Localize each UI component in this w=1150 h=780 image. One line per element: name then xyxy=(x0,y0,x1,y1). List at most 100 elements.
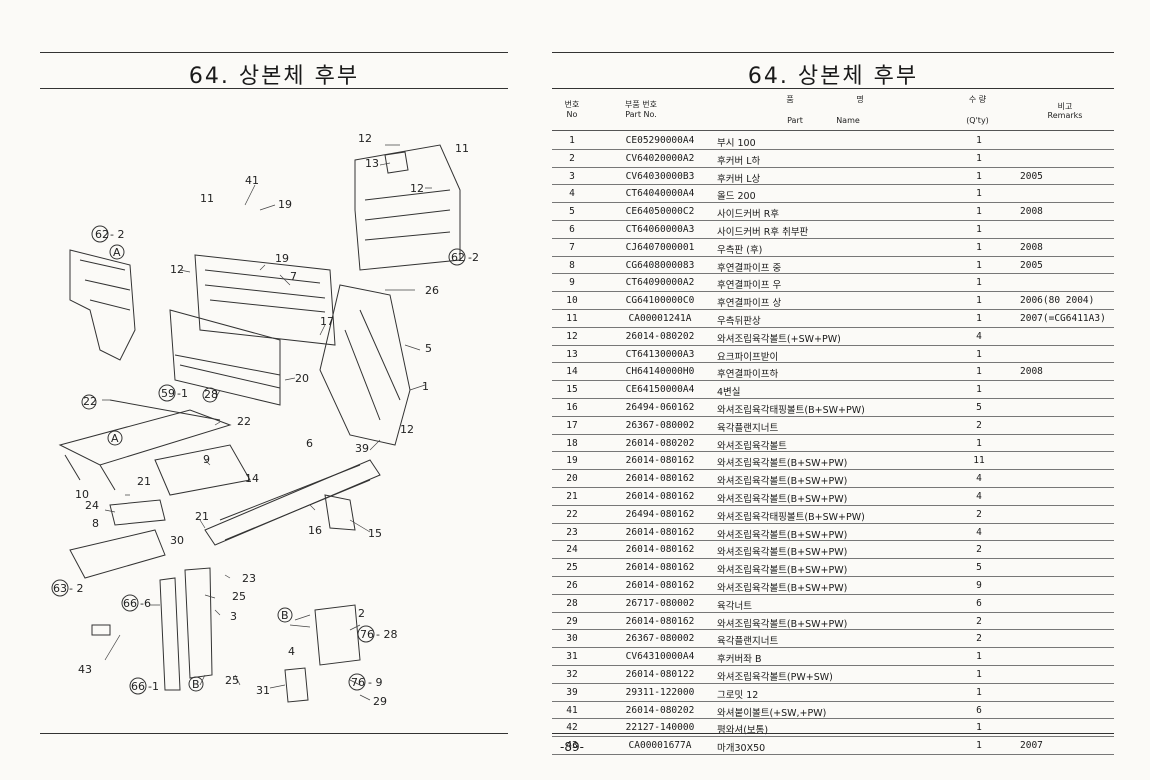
label-21-b: 21 xyxy=(195,510,209,523)
label-1: 1 xyxy=(422,380,429,393)
label-11: 11 xyxy=(200,192,214,205)
header-remarks-en: Remarks xyxy=(1047,111,1083,120)
cell-no: 3 xyxy=(569,170,575,182)
cell-part-name: 후연결파이프 우 xyxy=(717,280,782,292)
cell-qty: 4 xyxy=(976,330,982,342)
cell-qty: 1 xyxy=(976,170,982,182)
cell-part-name: 육각플랜지너트 xyxy=(717,636,779,648)
cell-part-name: 와셔붙이볼트(+SW,+PW) xyxy=(717,707,827,719)
label-19-a: 19 xyxy=(278,198,292,211)
label-3: 3 xyxy=(230,610,237,623)
cell-part-no: CE64050000C2 xyxy=(625,206,695,218)
label-6: 6 xyxy=(306,437,313,450)
cell-no: 6 xyxy=(569,223,575,235)
cell-part-no: CG6408000083 xyxy=(625,259,695,271)
cell-qty: 1 xyxy=(976,740,982,752)
header-part-en: Part No. xyxy=(625,110,657,119)
cell-no: 32 xyxy=(566,668,578,680)
cell-qty: 6 xyxy=(976,597,982,609)
cell-part-name: 사이드커버 R후 xyxy=(717,209,780,221)
label-39: 39 xyxy=(355,442,369,455)
cell-part-name: 와셔조립육각볼트(+SW+PW) xyxy=(717,333,841,345)
label-29: 29 xyxy=(373,695,387,708)
cell-no: 30 xyxy=(566,633,578,645)
label-19-b: 19 xyxy=(275,252,289,265)
cell-remarks: 2008 xyxy=(1020,206,1043,218)
cell-qty: 2 xyxy=(976,633,982,645)
label-59: 59 xyxy=(161,387,175,400)
cell-part-no: CH64140000H0 xyxy=(625,366,695,378)
cell-part-name: 그로밋 12 xyxy=(717,689,759,701)
cell-part-name: 우측판 (후) xyxy=(717,244,763,256)
cell-no: 10 xyxy=(566,295,578,307)
cell-no: 31 xyxy=(566,651,578,663)
cell-no: 26 xyxy=(566,579,578,591)
cell-qty: 2 xyxy=(976,544,982,556)
cell-no: 21 xyxy=(566,490,578,502)
top-rule-right xyxy=(552,52,1114,53)
label-24: 24 xyxy=(85,499,99,512)
cell-part-name: 와셔조립육각볼트(B+SW+PW) xyxy=(717,565,848,577)
label-62-b: 62 xyxy=(451,251,465,264)
cell-no: 8 xyxy=(569,259,575,271)
cell-qty: 1 xyxy=(976,223,982,235)
title-rule-right xyxy=(552,88,1114,89)
cell-qty: 1 xyxy=(976,366,982,378)
label-63: 63 xyxy=(53,582,67,595)
label-20: 20 xyxy=(295,372,309,385)
label-76-b-suffix: - 9 xyxy=(368,676,382,689)
cell-no: 39 xyxy=(566,686,578,698)
cell-part-no: 26014-080122 xyxy=(625,668,695,680)
label-66-b: 66 xyxy=(131,680,145,693)
label-14: 14 xyxy=(245,472,259,485)
cell-part-no: CE05290000A4 xyxy=(625,135,695,146)
label-62-a: 62 xyxy=(95,228,109,241)
cell-part-no: CA00001677A xyxy=(628,740,692,752)
label-23: 23 xyxy=(242,572,256,585)
left-page-title: 64. 상본체 후부 xyxy=(188,64,360,89)
cell-no: 14 xyxy=(566,366,578,378)
label-11-top: 11 xyxy=(455,142,469,155)
label-62-b-suffix: -2 xyxy=(468,251,479,264)
cell-qty: 1 xyxy=(976,651,982,663)
cell-no: 24 xyxy=(566,544,578,556)
bottom-rule-right xyxy=(552,733,1114,734)
label-66-b-suffix: -1 xyxy=(148,680,159,693)
label-41: 41 xyxy=(245,174,259,187)
header-name-ko-1: 품 xyxy=(786,95,794,104)
cell-no: 9 xyxy=(569,277,575,289)
cell-part-name: 사이드커버 R후 취부판 xyxy=(717,226,809,238)
cell-part-name: 육각너트 xyxy=(717,600,752,612)
cell-part-name: 와셔조립육각볼트(B+SW+PW) xyxy=(717,493,848,505)
cell-qty: 4 xyxy=(976,490,982,502)
cell-part-no: CT64040000A4 xyxy=(625,188,695,200)
label-B-1: B xyxy=(281,609,289,622)
label-66-a-suffix: -6 xyxy=(140,597,151,610)
cell-qty: 5 xyxy=(976,562,982,574)
cell-qty: 1 xyxy=(976,686,982,698)
cell-part-name: 우측뒤판상 xyxy=(717,315,761,327)
cell-qty: 5 xyxy=(976,401,982,413)
cell-part-no: 26494-060162 xyxy=(625,401,695,413)
cell-no: 43 xyxy=(566,740,578,752)
cell-no: 22 xyxy=(566,508,578,520)
cell-remarks: 2005 xyxy=(1020,170,1043,182)
cell-part-name: 마개30X50 xyxy=(717,743,766,755)
cell-no: 16 xyxy=(566,401,578,413)
cell-no: 42 xyxy=(566,722,578,734)
label-76-b: 76 xyxy=(351,676,365,689)
cell-part-no: 26014-080162 xyxy=(625,526,695,538)
